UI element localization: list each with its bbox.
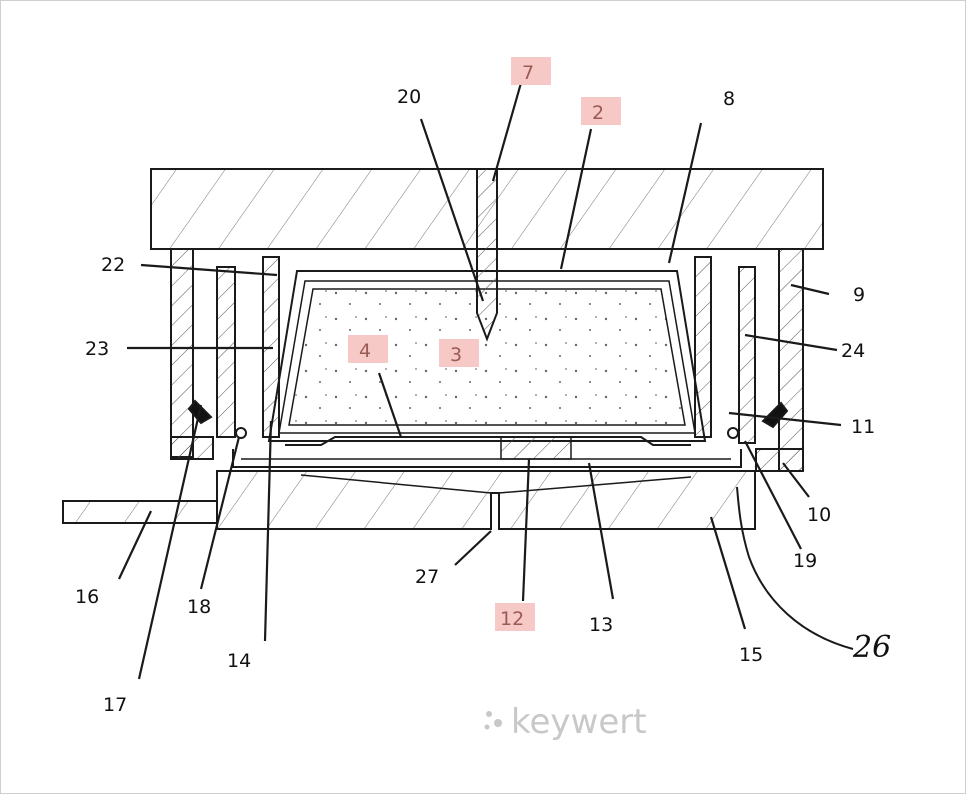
label-2: 2	[592, 102, 604, 124]
label-3: 3	[450, 344, 462, 366]
label-22: 22	[101, 254, 125, 276]
label-11: 11	[851, 416, 875, 438]
capsule-holder	[232, 449, 742, 468]
label-24: 24	[841, 340, 865, 362]
label-7: 7	[522, 62, 534, 84]
label-17: 17	[103, 694, 127, 716]
left-outer-wall	[170, 248, 194, 458]
piercing-needle	[476, 169, 498, 342]
side-rod	[62, 500, 218, 524]
outlet-insert	[500, 436, 572, 460]
highlights	[348, 57, 621, 631]
capsule-bottom-membrane	[285, 436, 691, 446]
watermark-text: keywert	[511, 702, 647, 742]
left-inner-wall	[216, 266, 236, 438]
label-27: 27	[415, 566, 439, 588]
watermark-dots-icon	[484, 711, 502, 730]
label-13: 13	[589, 614, 613, 636]
label-23: 23	[85, 338, 109, 360]
capsule-outer	[267, 270, 707, 442]
label-16: 16	[75, 586, 99, 608]
drawing-lines	[62, 82, 854, 680]
reference-labels: 7 2 4 3 12 20 8 22 23 9 24 11 10 19 16 1…	[75, 62, 891, 716]
leader-lines	[118, 82, 854, 680]
label-20: 20	[397, 86, 421, 108]
right-seal	[761, 401, 789, 429]
label-15: 15	[739, 644, 763, 666]
capsule-inner	[278, 280, 696, 434]
capsule-content	[288, 288, 686, 426]
label-14: 14	[227, 650, 251, 672]
label-18: 18	[187, 596, 211, 618]
right-outer-wall	[778, 248, 804, 472]
label-4: 4	[359, 340, 371, 362]
right-tube	[694, 256, 712, 438]
label-12: 12	[500, 608, 524, 630]
label-10: 10	[807, 504, 831, 526]
label-26: 26	[852, 630, 891, 665]
right-bottom-block	[755, 448, 804, 472]
label-8: 8	[723, 88, 735, 110]
label-19: 19	[793, 550, 817, 572]
watermark: keywert	[484, 702, 647, 742]
label-9: 9	[853, 284, 865, 306]
bottom-plate	[216, 470, 756, 530]
